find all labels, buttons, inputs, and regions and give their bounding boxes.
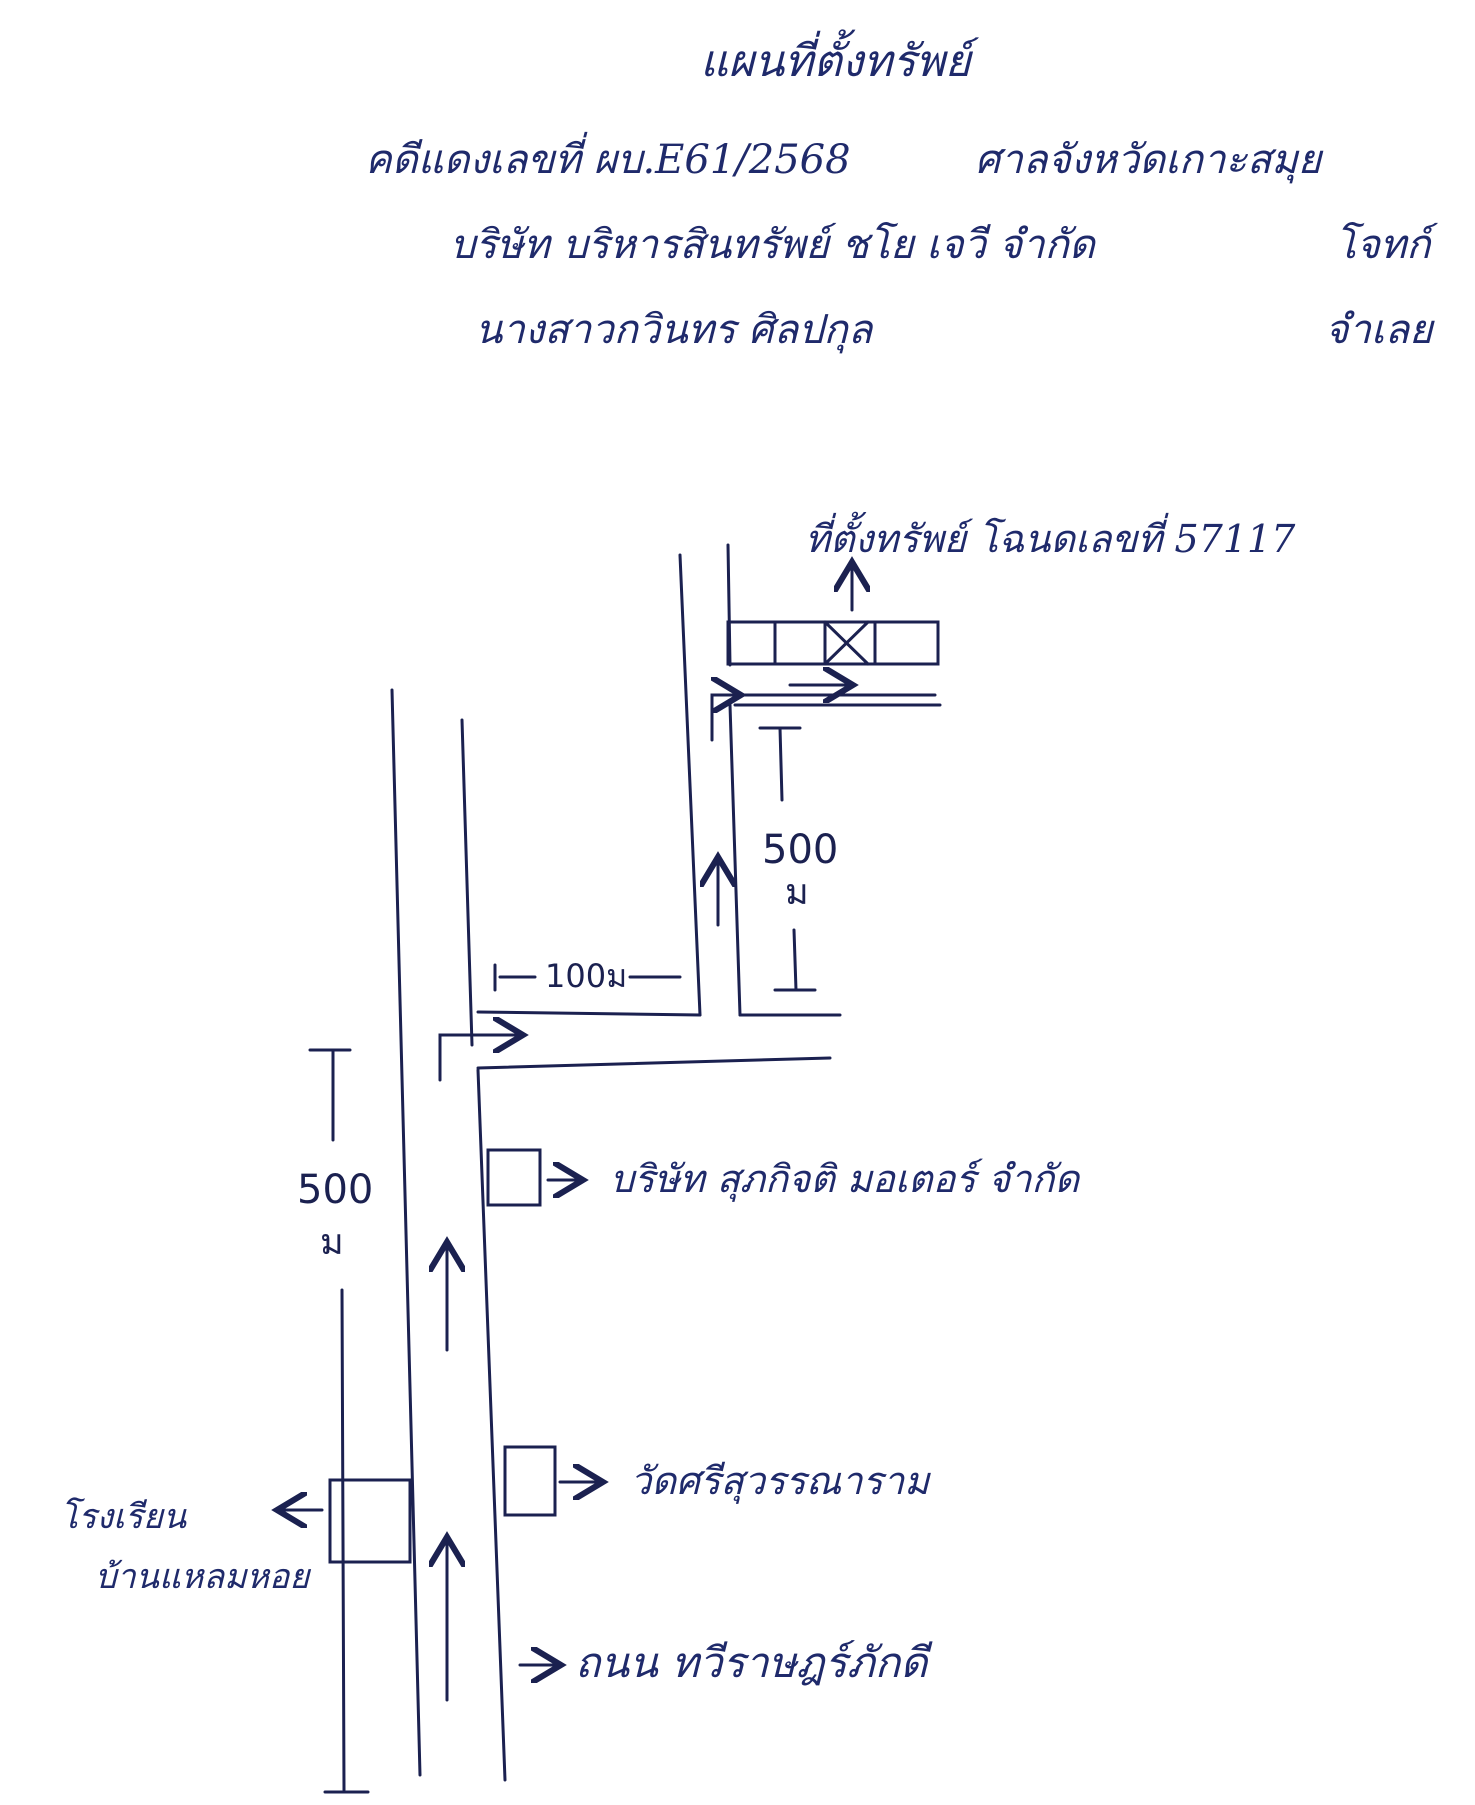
landmark-school-label-1: โรงเรียน: [60, 1497, 187, 1537]
main-road-right-edge-lower: [476, 1068, 507, 1782]
distance-left-unit: ม: [320, 1222, 344, 1263]
temple-box: [503, 1445, 557, 1517]
main-road-label: ถนน ทวีราษฎร์ภักดี: [575, 1638, 928, 1687]
distance-top-unit: ม: [785, 872, 809, 913]
page-title: แผนที่ตั้งทรัพย์: [700, 36, 971, 87]
case-number: คดีแดงเลขที่ ผบ.E61/2568: [365, 137, 851, 183]
landmark-school-label-2: บ้านแหลมหอย: [95, 1557, 310, 1597]
landmark-temple-label: วัดศรีสุวรรณาราม: [630, 1459, 930, 1503]
defendant-name: นางสาวกวินทร ศิลปกุล: [475, 307, 873, 353]
property-label: ที่ตั้งทรัพย์ โฉนดเลขที่ 57117: [805, 517, 1296, 561]
landmark-company-label: บริษัท สุภกิจติ มอเตอร์ จำกัด: [610, 1157, 1080, 1201]
side-road-left-edge: [678, 553, 702, 1017]
main-road-right-edge: [460, 718, 474, 1047]
route-arrow-turn-right: [438, 1035, 520, 1082]
company-box: [486, 1148, 542, 1207]
court-name: ศาลจังหวัดเกาะสมุย: [975, 137, 1322, 183]
distance-top-value: 500: [762, 827, 839, 873]
route-arrow-turn-top: [710, 695, 738, 742]
defendant-role: จำเลย: [1325, 307, 1433, 353]
plaintiff-name: บริษัท บริหารสินทรัพย์ ชโย เจวี จำกัด: [450, 222, 1095, 268]
branch-road-top-edge: [476, 1010, 702, 1017]
distance-left-value: 500: [297, 1167, 374, 1213]
side-road-right-edge-lower: [728, 703, 742, 1017]
distance-branch: 100ม: [545, 957, 628, 995]
plaintiff-role: โจทก์: [1335, 222, 1431, 268]
school-box: [328, 1478, 412, 1564]
branch-road-bottom-edge: [476, 1056, 832, 1070]
plot-row: [726, 620, 940, 666]
main-road-left-edge: [390, 688, 422, 1777]
side-road-right-edge: [726, 543, 732, 667]
